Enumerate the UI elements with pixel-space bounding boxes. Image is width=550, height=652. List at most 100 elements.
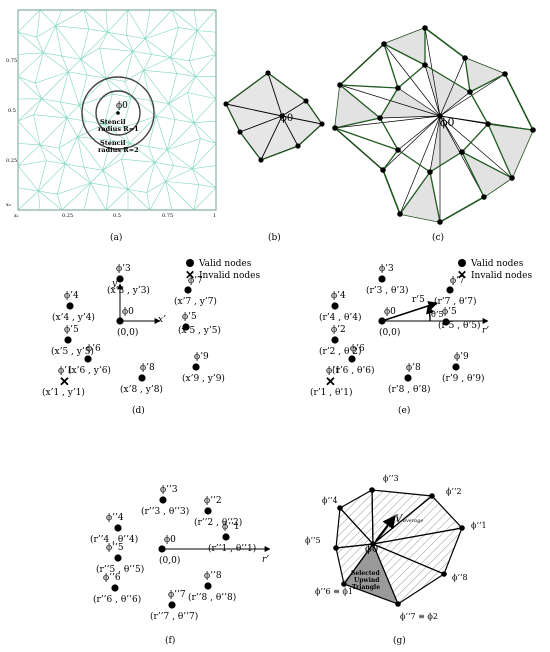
mesh-edge bbox=[170, 57, 196, 77]
valid-node bbox=[442, 318, 450, 326]
mesh-edge bbox=[383, 43, 426, 66]
mesh-edge bbox=[65, 163, 91, 184]
mesh-edge bbox=[65, 163, 85, 168]
mesh-node bbox=[303, 98, 309, 104]
mesh-node bbox=[429, 493, 435, 499]
mesh-edge bbox=[102, 170, 129, 190]
shaded-triangle bbox=[400, 172, 440, 222]
mesh-edge bbox=[464, 57, 471, 93]
axis-r-label-e: r’ bbox=[482, 326, 489, 336]
node-coord: (r’9 , θ’9) bbox=[442, 373, 485, 384]
mesh-edge bbox=[104, 97, 132, 125]
mesh-edge bbox=[195, 54, 217, 77]
mesh-edge bbox=[124, 70, 144, 82]
mesh-edge bbox=[154, 162, 166, 182]
valid-node bbox=[182, 323, 190, 331]
mesh-edge bbox=[192, 168, 200, 185]
mesh-edge bbox=[132, 38, 146, 52]
mesh-edge bbox=[487, 123, 534, 131]
valid-node bbox=[64, 336, 72, 344]
node-coord: (r’’4 , θ’’4) bbox=[90, 534, 138, 545]
legend-invalid-x-d: ✕ bbox=[185, 268, 195, 282]
mesh-edge bbox=[33, 114, 41, 145]
mesh-edge bbox=[168, 103, 195, 123]
mesh-edge bbox=[61, 55, 81, 60]
mesh-edge bbox=[90, 170, 104, 184]
mesh-edge bbox=[196, 9, 217, 31]
stencil-r1-label-2: radius R=1 bbox=[98, 125, 139, 133]
mesh-edge bbox=[151, 54, 171, 58]
mesh-edge bbox=[189, 54, 217, 62]
mesh-edge bbox=[105, 77, 125, 82]
node-coord: (x’6 , y’6) bbox=[68, 365, 111, 376]
node-coord: (r’2 , θ’2) bbox=[319, 346, 362, 357]
origin-label: ϕ0 bbox=[384, 307, 396, 317]
mesh-edge bbox=[34, 82, 42, 100]
node-coord: (x’8 , y’8) bbox=[120, 384, 163, 395]
mesh-edge bbox=[122, 127, 130, 144]
legend-invalid-d: Invalid nodes bbox=[199, 271, 260, 281]
valid-node bbox=[222, 533, 230, 541]
node-coord: (r’’6 , θ’’6) bbox=[93, 594, 141, 605]
mesh-edge bbox=[429, 171, 441, 223]
mesh-edge bbox=[102, 140, 112, 171]
panel-e: r’ r’5 θ’5 ϕ’3(r’3 , θ’3)ϕ’7(r’7 , θ’7)ϕ… bbox=[310, 259, 532, 416]
mesh-edge bbox=[143, 69, 177, 74]
mesh-edge bbox=[146, 192, 151, 211]
panel-a: ϕ0 Stencil radius R=1 Stencil radius R=2… bbox=[6, 9, 217, 243]
mesh-edge bbox=[68, 59, 82, 73]
xtick-1: 1 bbox=[213, 213, 216, 219]
mesh-edge bbox=[469, 91, 489, 125]
node-name: ϕ’5 bbox=[182, 312, 197, 322]
mesh-node bbox=[319, 121, 325, 127]
mesh-edge bbox=[146, 181, 166, 193]
mesh-edge bbox=[187, 92, 195, 123]
mesh-node bbox=[509, 175, 515, 181]
node-coord: (r’’5 , θ’’5) bbox=[96, 564, 144, 575]
xtick-075: 0.75 bbox=[162, 213, 173, 219]
valid-node bbox=[192, 363, 200, 371]
node-name: ϕ’’4 bbox=[106, 513, 124, 523]
mesh-edge bbox=[170, 57, 178, 74]
node-name: ϕ’1 bbox=[58, 366, 73, 376]
mesh-edge bbox=[193, 122, 201, 139]
stencil-r2-label-2: radius R=2 bbox=[98, 146, 139, 154]
mesh-edge bbox=[39, 9, 56, 27]
mesh-edge bbox=[99, 47, 107, 79]
mesh-node bbox=[337, 505, 343, 511]
mesh-edge bbox=[17, 160, 47, 166]
mesh-edge bbox=[105, 51, 134, 79]
mesh-edge bbox=[193, 98, 217, 123]
mesh-edge bbox=[170, 27, 179, 58]
valid-node bbox=[331, 336, 339, 344]
mesh-edge bbox=[127, 162, 156, 190]
axis-y-label-d: y’ bbox=[111, 279, 120, 289]
mesh-edge bbox=[78, 74, 88, 106]
mesh-node bbox=[258, 157, 264, 163]
mesh-node bbox=[530, 127, 536, 133]
mesh-node bbox=[462, 55, 468, 61]
mesh-edge bbox=[80, 28, 90, 60]
mesh-edge bbox=[188, 30, 198, 61]
node-coord: (r’’8 , θ’’8) bbox=[188, 592, 236, 603]
phi0-label-g: ϕ0 bbox=[365, 544, 378, 555]
mesh-edge bbox=[77, 136, 111, 141]
mesh-edge bbox=[129, 143, 149, 147]
stencil-circle-r1 bbox=[95, 90, 141, 136]
origin-node bbox=[378, 317, 386, 325]
mesh-edge bbox=[132, 50, 152, 55]
valid-node bbox=[114, 524, 122, 532]
mesh-edge bbox=[83, 9, 108, 33]
xtick-05: 0.5 bbox=[113, 213, 121, 219]
mesh-edge bbox=[171, 9, 179, 28]
mesh-edge bbox=[166, 119, 176, 150]
node-coord: (r’’1 , θ’’1) bbox=[208, 543, 256, 554]
mesh-edge bbox=[124, 51, 134, 82]
mesh-edge bbox=[149, 181, 166, 211]
g-n3: ϕ’’3 bbox=[383, 474, 399, 483]
mesh-edge bbox=[154, 162, 174, 166]
mesh-edge bbox=[36, 9, 41, 38]
mesh-edge bbox=[339, 84, 399, 89]
mesh-edge bbox=[55, 9, 85, 27]
node-name: ϕ’’5 bbox=[106, 543, 124, 553]
